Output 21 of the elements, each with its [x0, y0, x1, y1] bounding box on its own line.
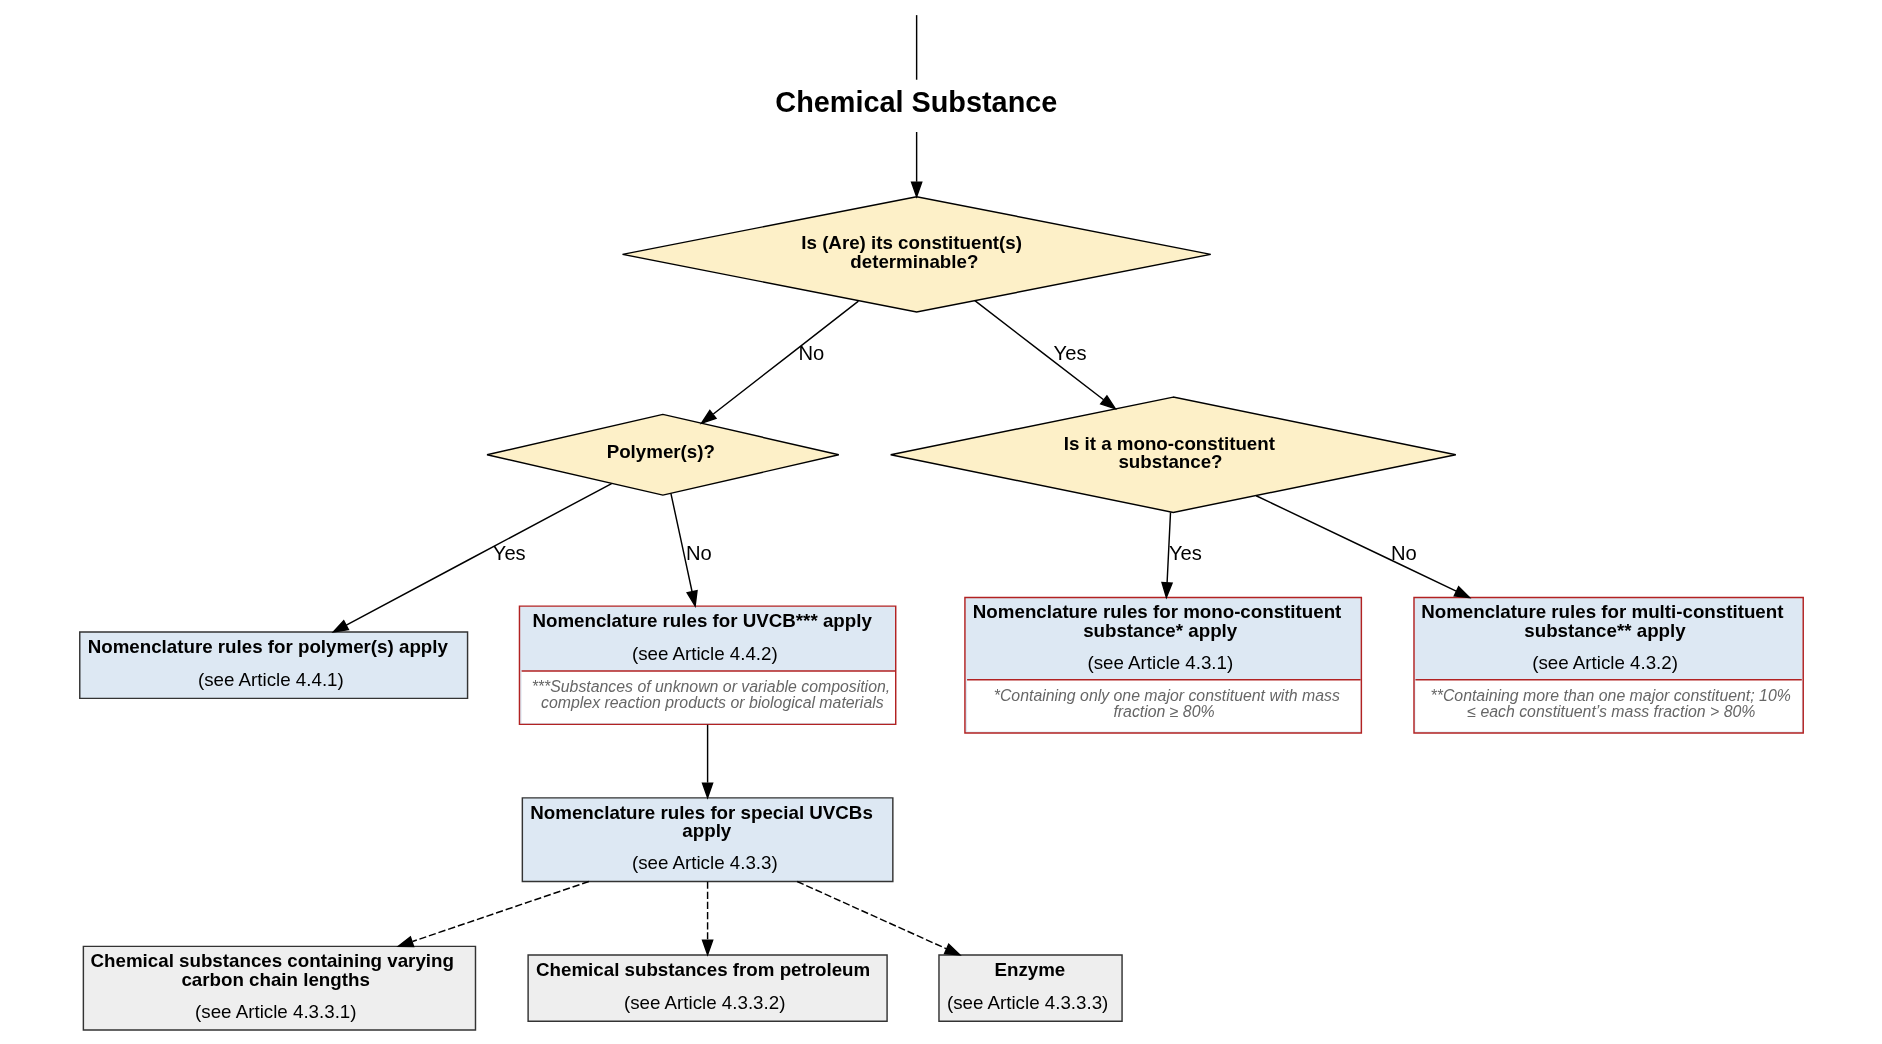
edge-label: Yes: [1168, 542, 1202, 565]
edge-label: No: [685, 542, 712, 565]
arrow: [910, 131, 923, 199]
node-text: Chemical Substance: [774, 85, 1057, 118]
edge-label: No: [797, 341, 824, 364]
edge-label: No: [1390, 542, 1417, 565]
edge-label: Yes: [1053, 341, 1087, 364]
arrow: [973, 299, 1117, 410]
arrow: [669, 492, 698, 608]
arrow: [395, 880, 590, 948]
arrow: [1254, 495, 1471, 599]
connector: [915, 14, 917, 81]
arrow: [699, 300, 859, 425]
arrow: [795, 880, 962, 956]
arrow: [701, 880, 714, 957]
edge-label: Yes: [492, 542, 526, 565]
arrow: [330, 482, 612, 633]
arrow: [1160, 511, 1173, 600]
node-diamond: Polymer(s)?: [485, 413, 839, 496]
node-diamond: Is (Are) its constituent(s) determinable?: [621, 195, 1211, 313]
arrow: [701, 724, 714, 800]
